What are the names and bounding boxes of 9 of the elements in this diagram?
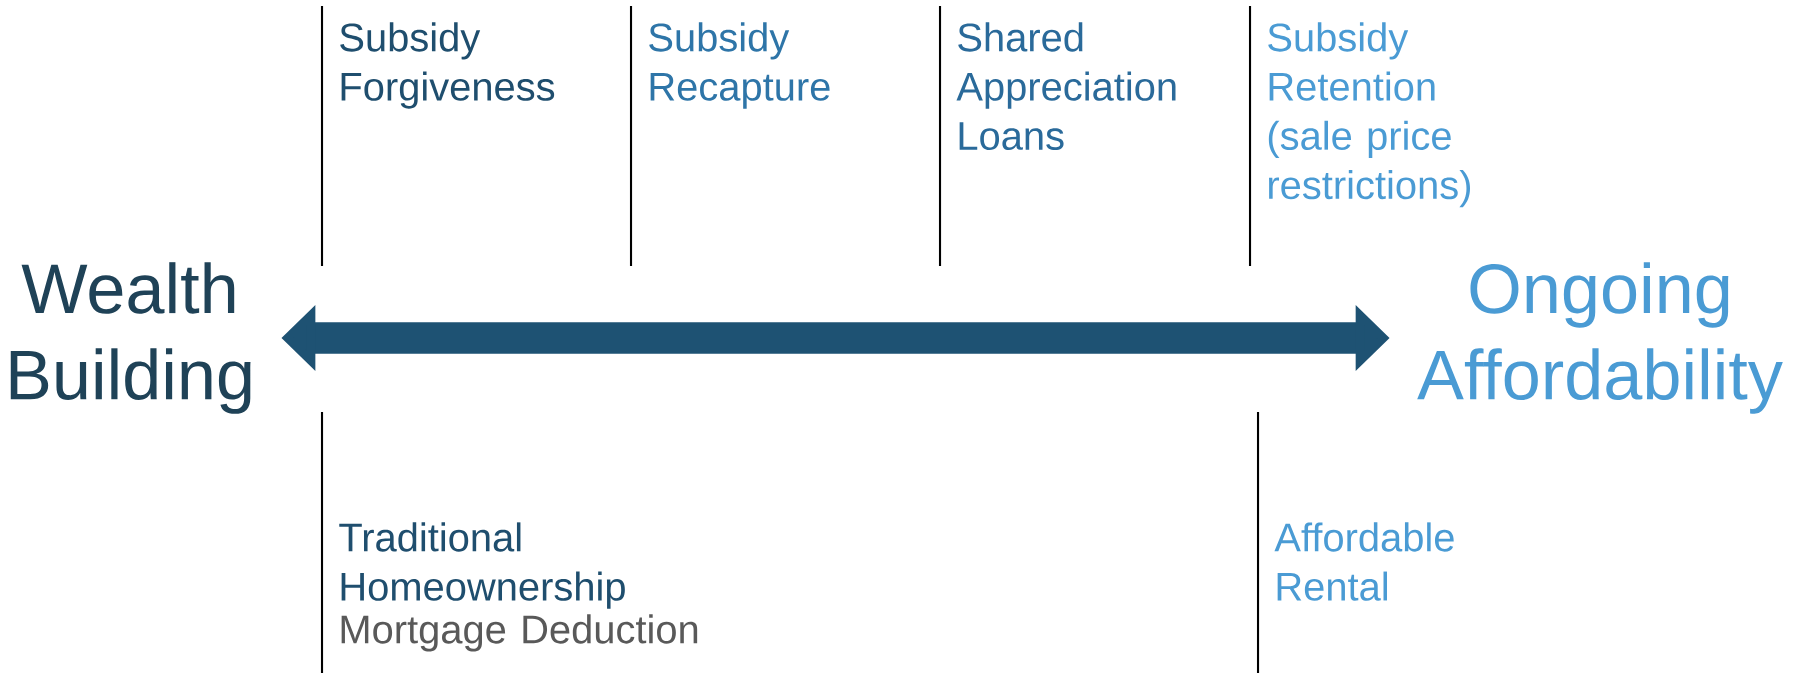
category-label: Mortgage Deduction bbox=[341, 614, 698, 652]
category-label: Subsidy Retention (sale price restrictions) bbox=[1268, 22, 1470, 208]
category-label: Subsidy Recapture bbox=[649, 22, 830, 109]
end-label: Wealth Building bbox=[10, 262, 251, 414]
end-label: Ongoing Affordability bbox=[1417, 262, 1783, 414]
category-label: Shared Appreciation Loans bbox=[956, 22, 1176, 151]
category-label: Subsidy Forgiveness bbox=[340, 22, 555, 109]
category-label: Affordable Rental bbox=[1274, 522, 1454, 601]
category-label: Traditional Homeownership bbox=[339, 522, 625, 609]
